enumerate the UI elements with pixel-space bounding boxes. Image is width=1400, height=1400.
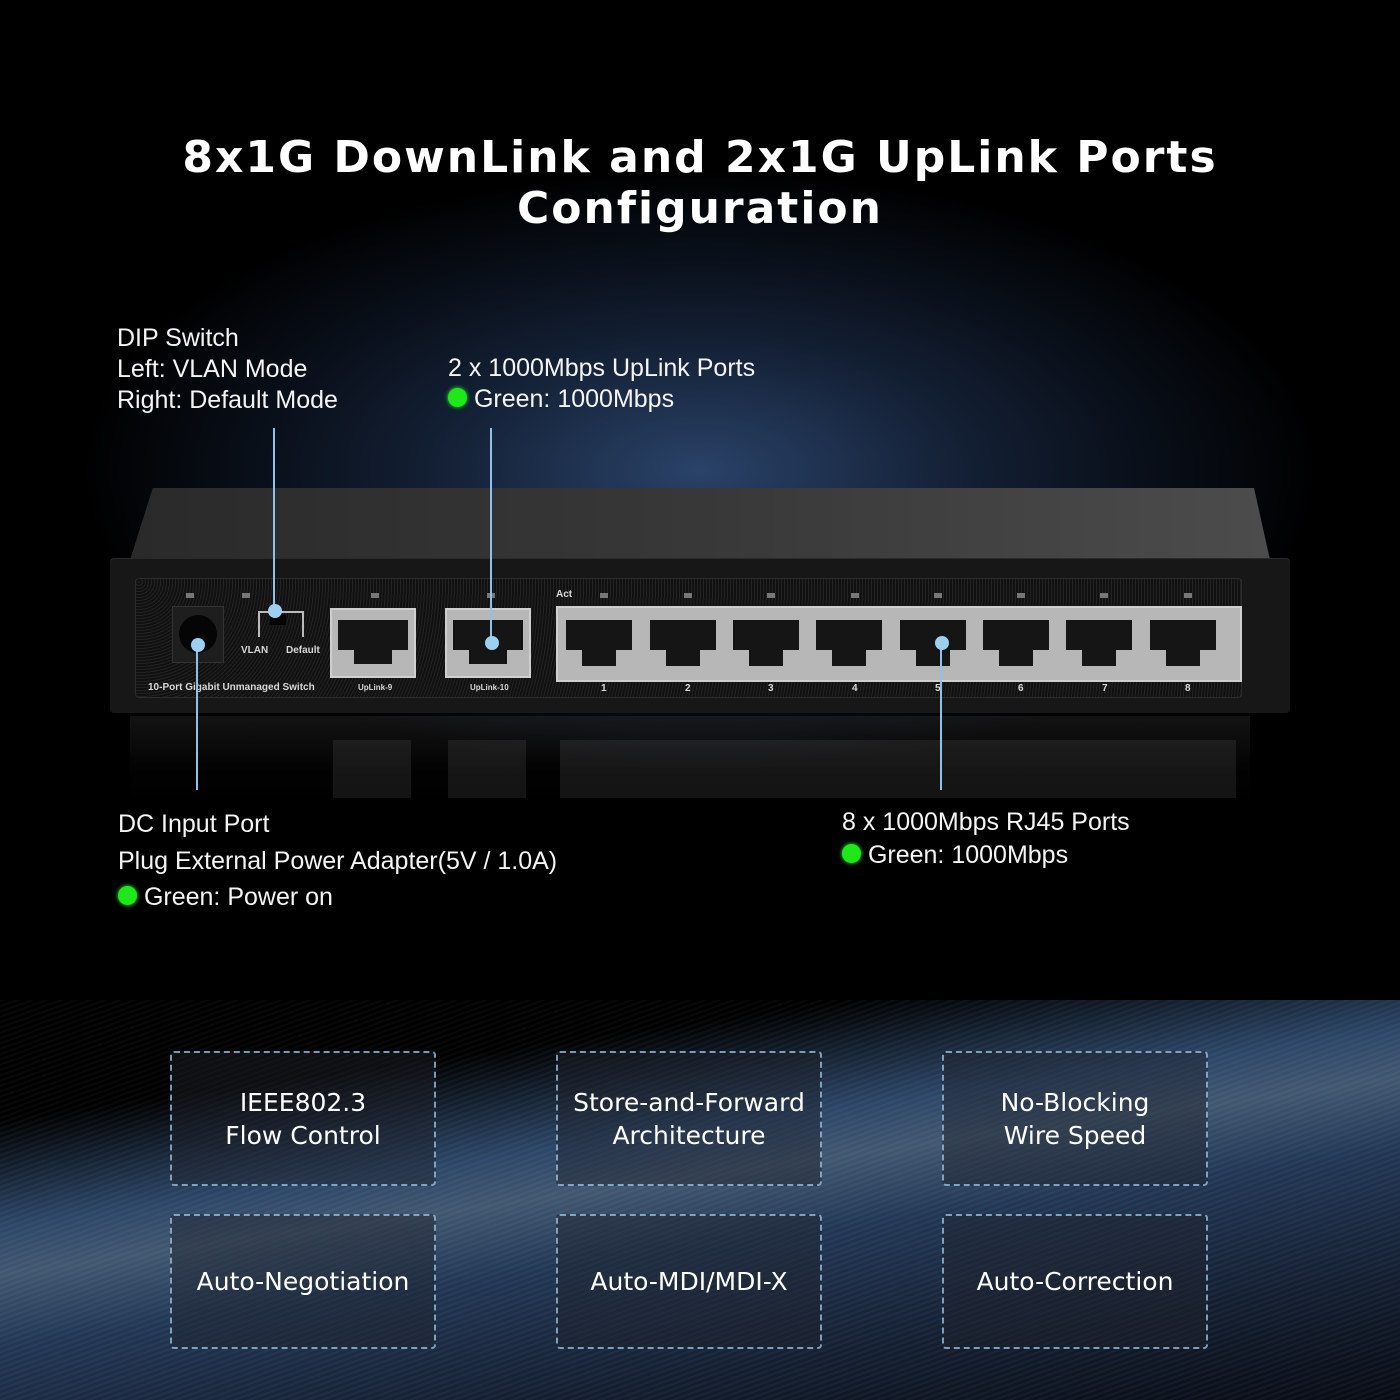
uplink-led-label: Green: 1000Mbps	[473, 385, 675, 413]
rj45-leader-line	[940, 643, 942, 790]
feature-line2: Wire Speed	[1003, 1120, 1147, 1150]
dc-input-callout: DC Input Port Plug External Power Adapte…	[118, 806, 557, 916]
feature-line1: Auto-Correction	[976, 1267, 1174, 1296]
dip-led-icon	[242, 593, 250, 598]
feature-line1: IEEE802.3	[239, 1087, 367, 1117]
port2-led-icon	[684, 593, 692, 598]
background-textured-floor	[0, 1000, 1400, 1400]
feature-auto-correction: Auto-Correction	[942, 1214, 1208, 1349]
uplink-leader-line	[490, 428, 492, 643]
green-led-icon	[842, 844, 861, 863]
downlink-port-7[interactable]	[1062, 616, 1136, 674]
rj45-pointer-dot	[935, 636, 949, 650]
dip-switch-leader-line	[273, 428, 275, 611]
power-led-legend: Green: Power on	[118, 879, 557, 916]
port5-led-icon	[934, 593, 942, 598]
green-led-icon	[448, 388, 467, 407]
downlink-port-3[interactable]	[729, 616, 803, 674]
feature-line1: Store-and-Forward	[573, 1087, 805, 1117]
device-model-label: 10-Port Gigabit Unmanaged Switch	[148, 682, 315, 693]
dc-input-leader-line	[196, 645, 198, 790]
port3-led-icon	[767, 593, 775, 598]
uplink-10-label: UpLink-10	[470, 683, 509, 692]
port8-led-icon	[1184, 593, 1192, 598]
dip-switch-knob[interactable]	[270, 615, 286, 625]
port-4-number: 4	[852, 683, 858, 694]
downlink-port-5[interactable]	[896, 616, 970, 674]
uplink-9-label: UpLink-9	[358, 683, 393, 692]
port-5-number: 5	[935, 683, 941, 694]
switch-chassis-top	[130, 488, 1270, 560]
port4-led-icon	[851, 593, 859, 598]
uplink-led-legend: Green: 1000Mbps	[448, 384, 755, 415]
downlink-port-2[interactable]	[646, 616, 720, 674]
feature-line2: Flow Control	[225, 1120, 381, 1150]
reflection-port	[333, 740, 411, 798]
port7-led-icon	[1100, 593, 1108, 598]
downlink-port-6[interactable]	[979, 616, 1053, 674]
page-title: 8x1G DownLink and 2x1G UpLink Ports Conf…	[182, 132, 1218, 234]
switch-reflection	[130, 716, 1250, 806]
port-1-number: 1	[601, 683, 607, 694]
downlink-port-8[interactable]	[1146, 616, 1220, 674]
dip-switch-right-mode: Right: Default Mode	[117, 386, 338, 414]
reflection-port-block	[560, 740, 1236, 798]
power-led-label: Green: Power on	[143, 883, 333, 911]
dip-switch[interactable]	[258, 611, 304, 637]
port-7-number: 7	[1102, 683, 1108, 694]
uplink-ports-heading: 2 x 1000Mbps UpLink Ports	[448, 354, 756, 382]
downlink-port-block	[556, 606, 1242, 682]
rj45-ports-callout: 8 x 1000Mbps RJ45 Ports Green: 1000Mbps	[842, 806, 1130, 872]
feature-line1: Auto-MDI/MDI-X	[590, 1267, 788, 1296]
feature-line1: No-Blocking	[1000, 1087, 1150, 1117]
uplink-pointer-dot	[485, 636, 499, 650]
feature-auto-negotiation: Auto-Negotiation	[170, 1214, 436, 1349]
uplink9-led-icon	[371, 593, 379, 598]
uplink-port-9[interactable]	[330, 608, 416, 678]
green-led-icon	[118, 886, 137, 905]
port6-led-icon	[1017, 593, 1025, 598]
power-led-icon	[186, 593, 194, 598]
feature-line1: Auto-Negotiation	[196, 1267, 410, 1296]
rj45-led-legend: Green: 1000Mbps	[842, 839, 1130, 872]
feature-auto-mdi: Auto-MDI/MDI-X	[556, 1214, 822, 1349]
dip-switch-pointer-dot	[268, 604, 282, 618]
port-2-number: 2	[685, 683, 691, 694]
dip-switch-left-mode: Left: VLAN Mode	[117, 355, 308, 383]
reflection-port	[448, 740, 526, 798]
dip-switch-callout: DIP Switch Left: VLAN Mode Right: Defaul…	[117, 323, 338, 416]
rj45-led-label: Green: 1000Mbps	[867, 841, 1069, 869]
dc-input-pointer-dot	[191, 638, 205, 652]
port-8-number: 8	[1185, 683, 1191, 694]
downlink-port-4[interactable]	[812, 616, 886, 674]
dip-left-label: VLAN	[241, 645, 269, 656]
port-3-number: 3	[768, 683, 774, 694]
dc-input-detail: Plug External Power Adapter(5V / 1.0A)	[118, 846, 558, 875]
downlink-port-1[interactable]	[562, 616, 636, 674]
feature-line2: Architecture	[612, 1120, 766, 1150]
dc-power-jack	[172, 606, 224, 663]
port-6-number: 6	[1018, 683, 1024, 694]
act-label: Act	[556, 589, 573, 600]
dc-input-heading: DC Input Port	[118, 810, 270, 838]
port1-led-icon	[600, 593, 608, 598]
dip-right-label: Default	[286, 645, 320, 656]
dip-switch-heading: DIP Switch	[117, 324, 239, 352]
uplink-ports-callout: 2 x 1000Mbps UpLink Ports Green: 1000Mbp…	[448, 353, 755, 415]
rj45-ports-heading: 8 x 1000Mbps RJ45 Ports	[842, 808, 1130, 836]
